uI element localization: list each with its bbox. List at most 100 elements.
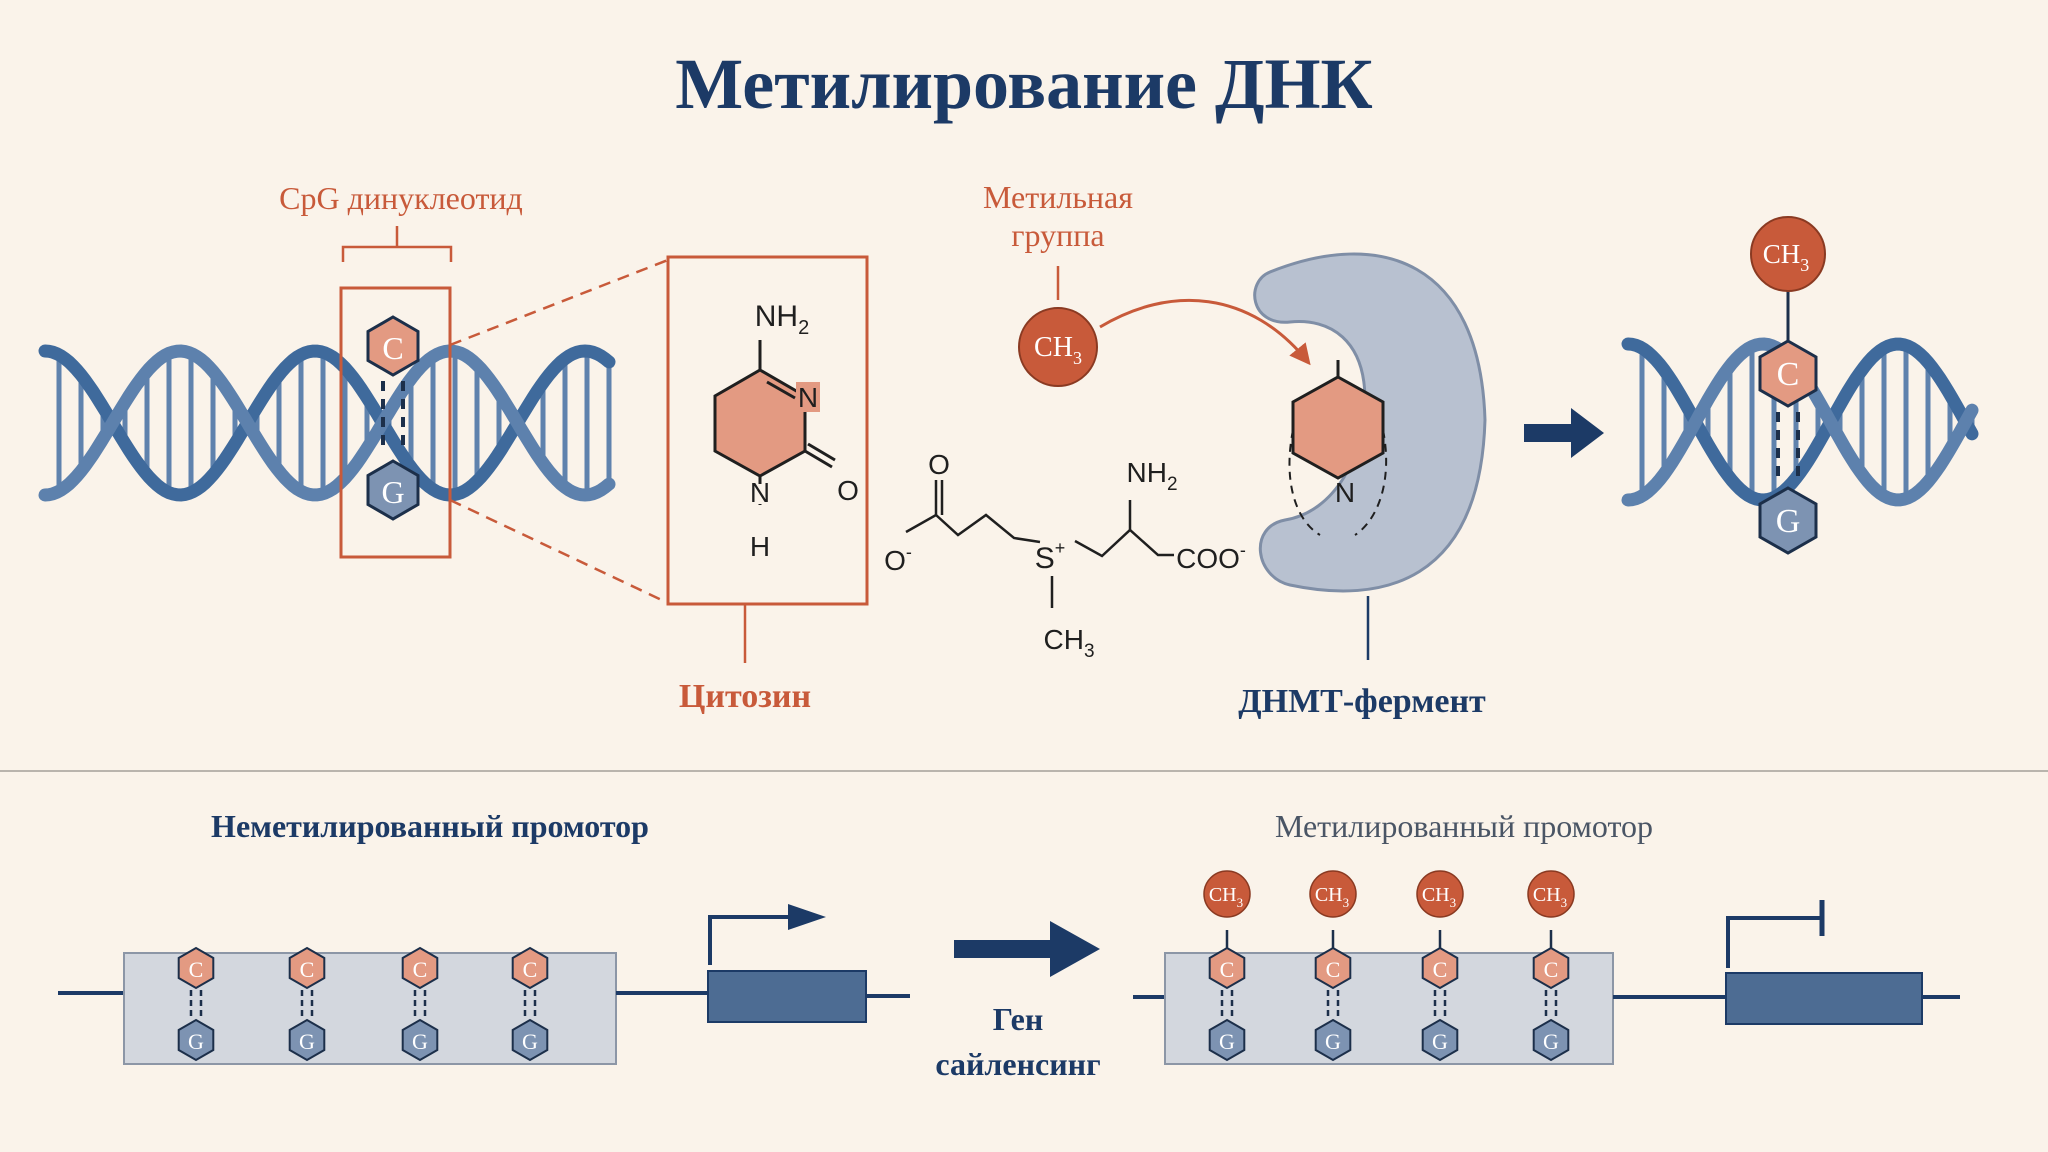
methyl-transfer-arrow <box>1099 299 1311 366</box>
atom-o2: O <box>837 475 859 506</box>
base-c-label: C <box>413 957 428 982</box>
base-g-hex <box>288 1018 326 1062</box>
methyl-group-label-1: Метильная <box>983 179 1133 215</box>
methyl-ch3-label: CH3 <box>1533 884 1567 910</box>
cpg-highlight-box <box>339 286 452 559</box>
cytosine-label: Цитозин <box>679 678 811 715</box>
base-g-hex <box>1314 1018 1352 1062</box>
base-c-hex <box>288 946 326 990</box>
base-g-hex <box>1208 1018 1246 1062</box>
base-g-right-label: G <box>1776 503 1801 540</box>
base-g-left <box>366 459 420 521</box>
base-g-hex <box>177 1018 215 1062</box>
transcription-start-arrow <box>708 915 790 965</box>
methyl-ch3: CH3 <box>1034 332 1082 368</box>
base-g-label: G <box>522 1029 538 1054</box>
methyl-ch3-label: CH3 <box>1422 884 1456 910</box>
sam-molecule <box>905 480 1174 608</box>
methyl-group-ball <box>1018 307 1098 387</box>
process-arrow <box>1524 408 1604 458</box>
methyl-group <box>1309 870 1357 918</box>
base-c-label: C <box>189 957 204 982</box>
base-c-methylated <box>1758 339 1818 408</box>
base-g-label: G <box>381 474 404 510</box>
base-c-label: C <box>1220 957 1235 982</box>
cpg-pair: CG <box>177 946 215 1062</box>
blocked-transcription-arrow <box>1726 916 1822 968</box>
hydrogen-bonds <box>1776 412 1800 482</box>
enzyme-n-atom: N <box>1335 477 1355 508</box>
hydrogen-bonds <box>381 381 405 453</box>
methyl-ch3-label: CH3 <box>1315 884 1349 910</box>
silencing-label-1: Ген <box>993 1001 1044 1037</box>
base-g-hex <box>1421 1018 1459 1062</box>
sam-coo: COO- <box>1176 540 1246 574</box>
methyl-group-label-2: группа <box>1011 217 1104 253</box>
methyl-group <box>1416 870 1464 918</box>
base-g-right <box>1758 486 1818 555</box>
cpg-bracket <box>341 226 453 262</box>
enzyme-bound-cytosine <box>1288 360 1388 536</box>
base-g-label: G <box>412 1029 428 1054</box>
base-g-hex <box>511 1018 549 1062</box>
base-c-label: C <box>382 330 403 366</box>
base-g-label: G <box>188 1029 204 1054</box>
sam-o-double: O <box>928 449 950 480</box>
gene-block-unmethylated <box>707 970 867 1023</box>
base-c-hex <box>177 946 215 990</box>
base-c-label: C <box>300 957 315 982</box>
base-c-methylated-label: C <box>1777 356 1800 393</box>
page-title: Метилирование ДНК <box>675 44 1373 124</box>
base-g-hex <box>401 1018 439 1062</box>
base-g-label: G <box>299 1029 315 1054</box>
silencing-arrow <box>954 921 1100 977</box>
atom-n1: N <box>750 477 770 508</box>
base-g-label: G <box>1219 1029 1235 1054</box>
base-c-label: C <box>523 957 538 982</box>
methyl-ch3-label: CH3 <box>1209 884 1243 910</box>
cytosine-zoom-box <box>666 255 869 606</box>
dna-rungs <box>56 351 612 495</box>
methyl-group-attached <box>1750 216 1826 292</box>
cytosine-molecule <box>713 340 836 505</box>
base-c-label: C <box>1433 957 1448 982</box>
methyl-group <box>1203 870 1251 918</box>
base-c-hex <box>401 946 439 990</box>
cpg-pair: CG <box>511 946 549 1062</box>
cpg-pair: CG <box>288 946 326 1062</box>
methyl-group <box>1527 870 1575 918</box>
base-g-label: G <box>1325 1029 1341 1054</box>
sam-nh2: NH2 <box>1126 457 1177 495</box>
cpg-label: CpG динуклеотид <box>279 180 523 216</box>
base-c-hex <box>511 946 549 990</box>
base-c-label: C <box>1544 957 1559 982</box>
methylated-promoter-title: Метилированный промотор <box>1275 808 1653 844</box>
base-c-hex <box>1532 946 1570 990</box>
base-g-label: G <box>1543 1029 1559 1054</box>
cpg-pair: CG <box>401 946 439 1062</box>
dna-helix-left <box>38 344 616 502</box>
base-c-hex <box>1208 946 1246 990</box>
nh2-label: NH2 <box>755 300 809 339</box>
atom-h: H <box>750 531 770 562</box>
silencing-label-2: сайленсинг <box>935 1046 1100 1082</box>
base-c-hex <box>1314 946 1352 990</box>
gene-block-methylated <box>1725 972 1923 1025</box>
atom-n3: N <box>798 382 818 413</box>
base-c-hex <box>1421 946 1459 990</box>
base-g-hex <box>1532 1018 1570 1062</box>
zoom-lines <box>449 258 669 605</box>
enzyme-label: ДНМТ-фермент <box>1238 683 1486 720</box>
sam-o-minus: O- <box>884 542 912 576</box>
dna-strand-b <box>38 344 616 502</box>
sam-s-plus: S+ <box>1035 538 1066 575</box>
base-c-left <box>366 315 420 377</box>
unmethylated-promoter-title: Неметилированный промотор <box>211 808 649 844</box>
